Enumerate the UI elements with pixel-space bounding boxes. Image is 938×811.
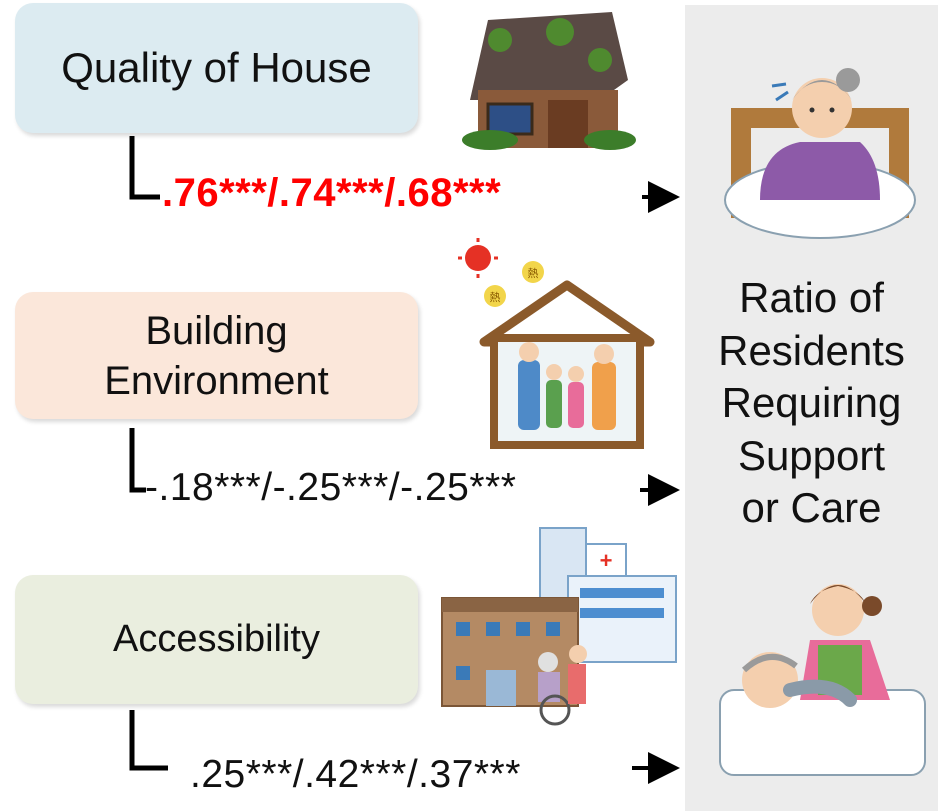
svg-text:+: + <box>600 548 613 573</box>
worried-elderly-woman-illustration <box>724 68 916 239</box>
family-in-hot-house-illustration: 熱 熱 <box>458 238 655 449</box>
quality-of-house-label: Quality of House <box>61 44 372 91</box>
accessibility-label: Accessibility <box>113 618 320 660</box>
hospital-wheelchair-illustration: + <box>441 527 677 726</box>
coefficient-building: -.18***/-.25***/-.25*** <box>145 466 517 509</box>
caregiver-with-elderly-man-illustration <box>719 584 926 776</box>
connector-building <box>129 428 680 506</box>
coefficient-accessibility: .25***/.42***/.37*** <box>190 753 521 796</box>
building-environment-label: Building Environment <box>104 308 329 403</box>
connector-quality <box>129 136 680 213</box>
coefficient-quality: .76***/.74***/.68*** <box>162 171 502 215</box>
heat-label-2: 熱 <box>528 267 539 280</box>
outcome-label: Ratio of Residents Requiring Support or … <box>718 274 905 531</box>
ruined-house-illustration <box>462 12 636 150</box>
heat-label-1: 熱 <box>490 291 501 304</box>
quality-of-house-box: Quality of House <box>15 3 418 133</box>
connector-accessibility <box>129 710 680 784</box>
building-environment-box: Building Environment <box>15 292 418 419</box>
accessibility-box: Accessibility <box>15 575 418 704</box>
